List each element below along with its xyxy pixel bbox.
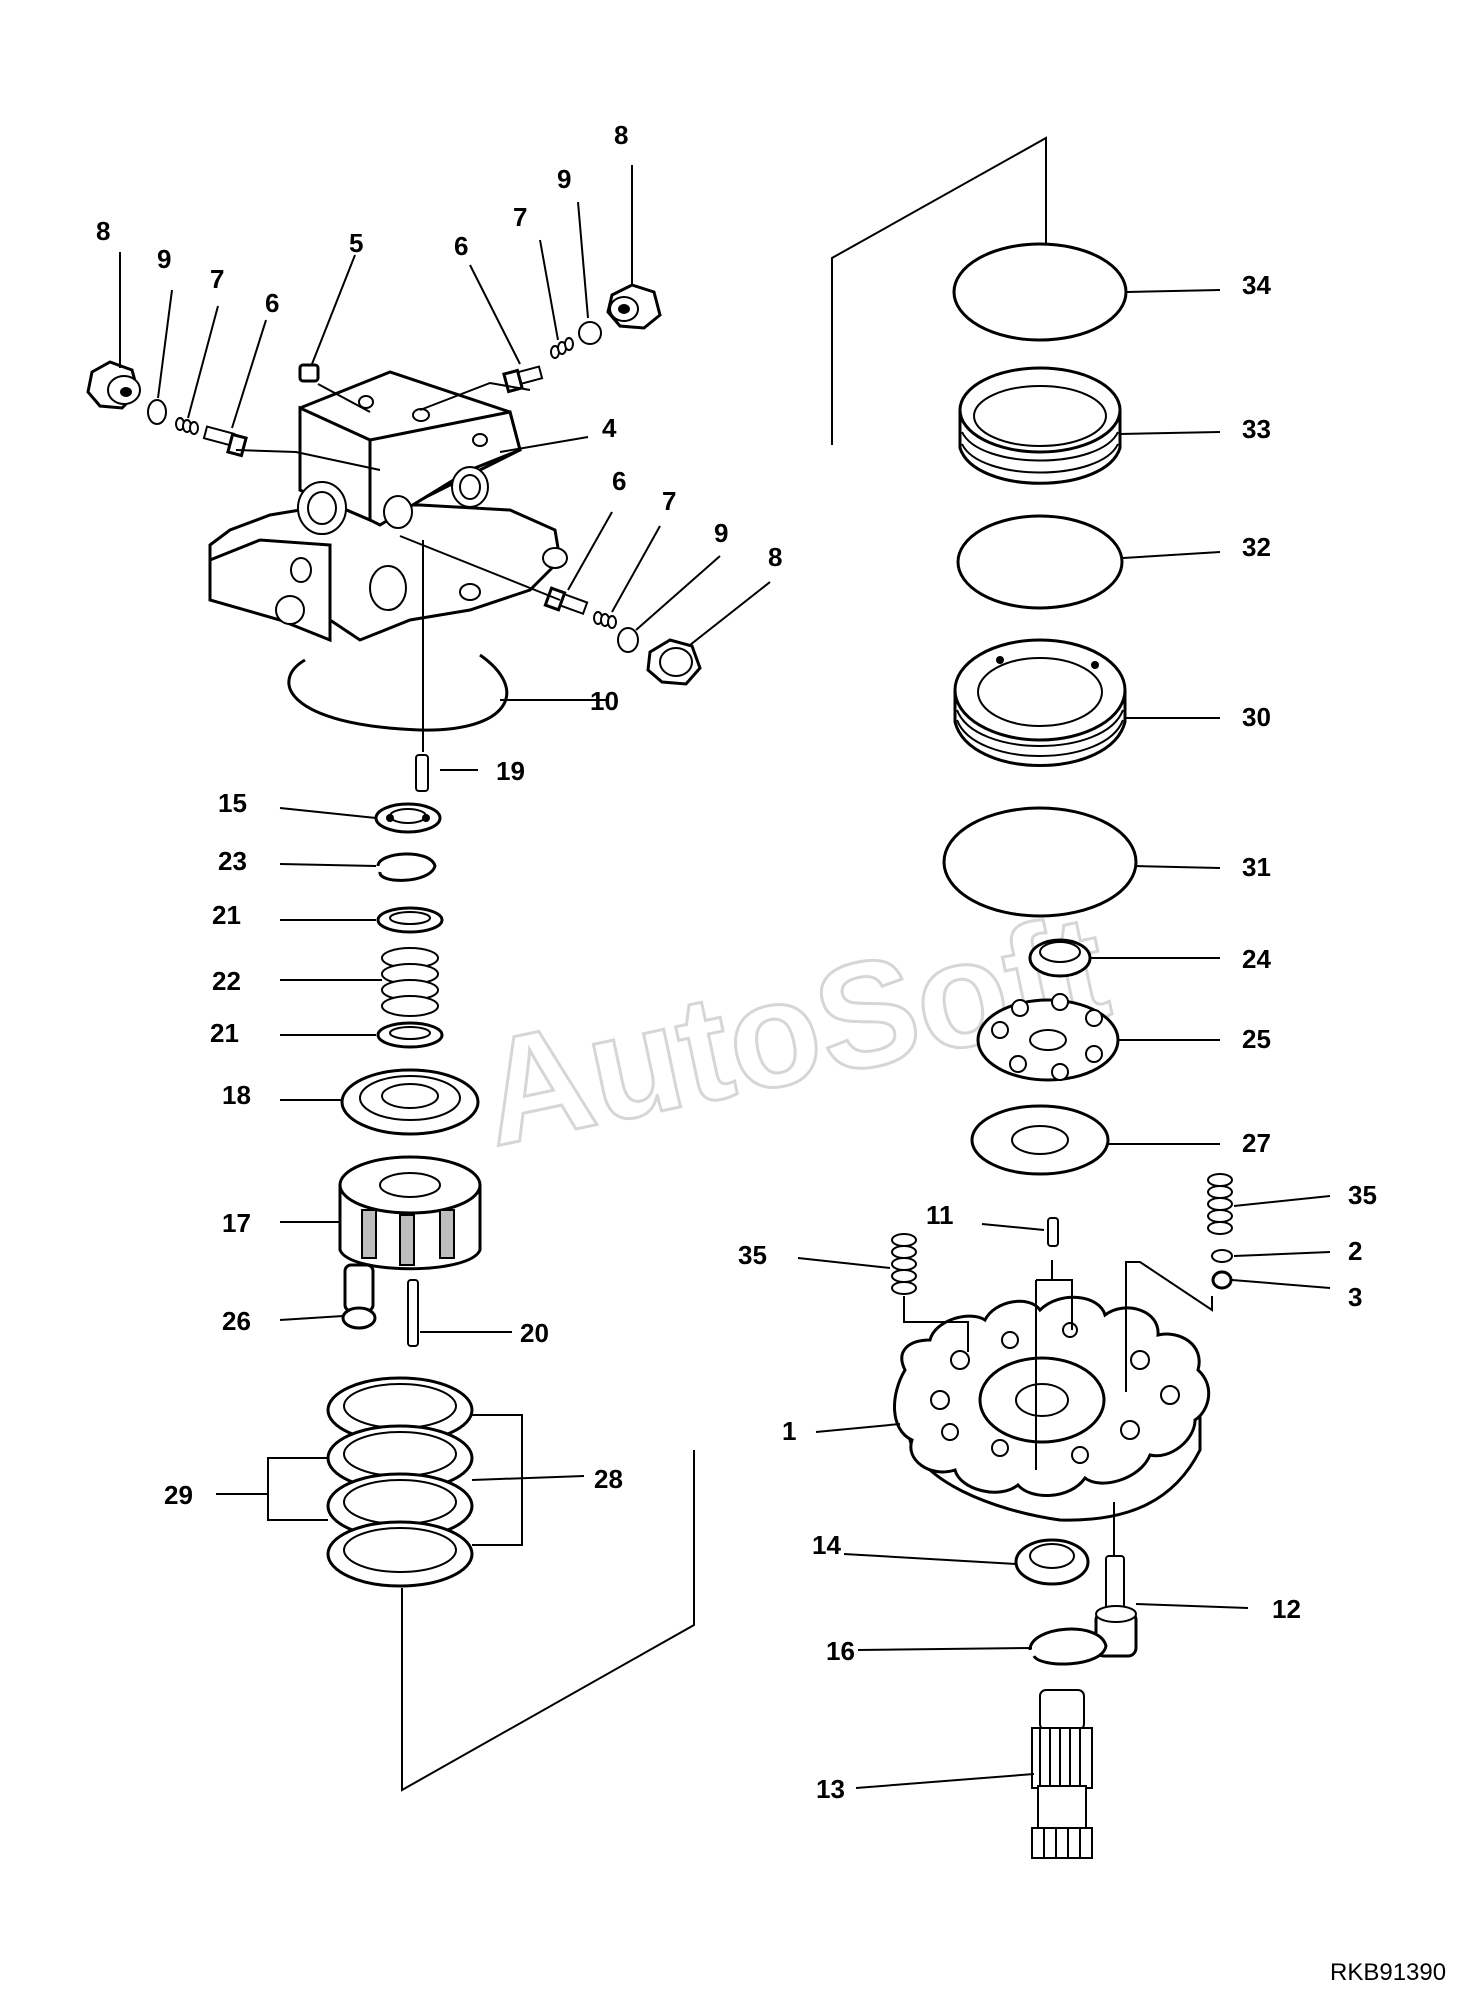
callout-3: 3 bbox=[1348, 1282, 1362, 1312]
callout-22: 22 bbox=[212, 966, 241, 996]
callout-15: 15 bbox=[218, 788, 247, 818]
callout-25: 25 bbox=[1242, 1024, 1271, 1054]
part-33-ring bbox=[958, 366, 1122, 485]
callout-29: 29 bbox=[164, 1480, 193, 1510]
part-5-plug bbox=[298, 363, 320, 383]
callout-33: 33 bbox=[1242, 414, 1271, 444]
part-1-housing bbox=[893, 1295, 1211, 1522]
part-18-valve-plate bbox=[340, 1068, 480, 1136]
part-20-pin bbox=[407, 1279, 419, 1347]
callout-1: 1 bbox=[782, 1416, 796, 1446]
part-4-valve-housing bbox=[208, 370, 568, 643]
part-34-oring bbox=[952, 242, 1128, 342]
part-9-oring-top bbox=[578, 321, 602, 345]
callout-7: 7 bbox=[662, 486, 676, 516]
callout-27: 27 bbox=[1242, 1128, 1271, 1158]
part-35-spring-left bbox=[891, 1233, 917, 1295]
callout-21: 21 bbox=[212, 900, 241, 930]
part-17-cylinder-block bbox=[338, 1155, 482, 1271]
callout-8: 8 bbox=[768, 542, 782, 572]
callout-14: 14 bbox=[812, 1530, 841, 1560]
part-9-oring-left bbox=[147, 399, 167, 425]
callout-4: 4 bbox=[602, 413, 617, 443]
part-7-spring-top bbox=[550, 337, 574, 359]
part-23-snap-ring bbox=[376, 852, 437, 882]
callout-13: 13 bbox=[816, 1774, 845, 1804]
part-21-washer-upper bbox=[376, 906, 444, 934]
part-7-spring-right bbox=[593, 611, 617, 629]
leader-lines bbox=[119, 136, 1331, 1792]
callout-labels: 8 9 7 6 5 6 7 9 8 4 6 7 9 8 10 19 15 23 … bbox=[96, 120, 1377, 1804]
part-8-plug-right bbox=[646, 638, 702, 686]
part-8-plug-left bbox=[86, 360, 141, 410]
callout-26: 26 bbox=[222, 1306, 251, 1336]
callout-7: 7 bbox=[513, 202, 527, 232]
callout-31: 31 bbox=[1242, 852, 1271, 882]
part-28-29-friction-plates bbox=[326, 1376, 474, 1588]
callout-23: 23 bbox=[218, 846, 247, 876]
callout-9: 9 bbox=[157, 244, 171, 274]
callout-35: 35 bbox=[738, 1240, 767, 1270]
part-27-thrust-plate bbox=[970, 1104, 1110, 1176]
callout-9: 9 bbox=[557, 164, 571, 194]
part-13-shaft bbox=[1031, 1689, 1093, 1859]
part-19-pin bbox=[415, 754, 429, 792]
callout-6: 6 bbox=[454, 231, 468, 261]
part-16-snap-ring bbox=[1028, 1627, 1108, 1666]
callout-9: 9 bbox=[714, 518, 728, 548]
part-2-washer bbox=[1211, 1249, 1233, 1263]
part-21-washer-lower bbox=[376, 1021, 444, 1049]
callout-6: 6 bbox=[265, 288, 279, 318]
part-6-valve-left bbox=[202, 425, 248, 458]
part-25-retainer-plate bbox=[976, 993, 1120, 1082]
callout-20: 20 bbox=[520, 1318, 549, 1348]
callout-6: 6 bbox=[612, 466, 626, 496]
callout-21: 21 bbox=[210, 1018, 239, 1048]
callout-8: 8 bbox=[614, 120, 628, 150]
part-11-pin bbox=[1047, 1217, 1059, 1247]
callout-5: 5 bbox=[349, 228, 363, 258]
callout-2: 2 bbox=[1348, 1236, 1362, 1266]
callout-18: 18 bbox=[222, 1080, 251, 1110]
callout-17: 17 bbox=[222, 1208, 251, 1238]
callout-32: 32 bbox=[1242, 532, 1271, 562]
callout-35: 35 bbox=[1348, 1180, 1377, 1210]
callout-7: 7 bbox=[210, 264, 224, 294]
part-12-bolt bbox=[1094, 1555, 1138, 1658]
callout-28: 28 bbox=[594, 1464, 623, 1494]
part-26-piston bbox=[341, 1263, 377, 1330]
part-8-plug-top bbox=[606, 283, 662, 330]
part-6-valve-right bbox=[543, 586, 589, 616]
part-22-spring bbox=[381, 947, 439, 1017]
part-32-oring bbox=[956, 514, 1124, 610]
callout-24: 24 bbox=[1242, 944, 1271, 974]
part-7-spring-left bbox=[175, 417, 199, 435]
part-31-oring bbox=[942, 806, 1138, 918]
part-10-oring bbox=[287, 653, 509, 732]
callout-16: 16 bbox=[826, 1636, 855, 1666]
part-15-bearing bbox=[374, 802, 442, 834]
part-24-bushing bbox=[1028, 938, 1092, 978]
callout-11: 11 bbox=[926, 1200, 954, 1230]
part-35-spring-right bbox=[1207, 1173, 1233, 1235]
callout-12: 12 bbox=[1272, 1594, 1301, 1624]
callout-19: 19 bbox=[496, 756, 525, 786]
part-30-brake-piston bbox=[953, 638, 1127, 767]
part-3-nut bbox=[1211, 1270, 1233, 1290]
reference-code: RKB91390 bbox=[1330, 1959, 1446, 1986]
callout-30: 30 bbox=[1242, 702, 1271, 732]
part-14-bearing bbox=[1014, 1538, 1090, 1586]
callout-8: 8 bbox=[96, 216, 110, 246]
callout-10: 10 bbox=[590, 686, 619, 716]
callout-34: 34 bbox=[1242, 270, 1271, 300]
part-9-oring-right bbox=[617, 627, 639, 653]
